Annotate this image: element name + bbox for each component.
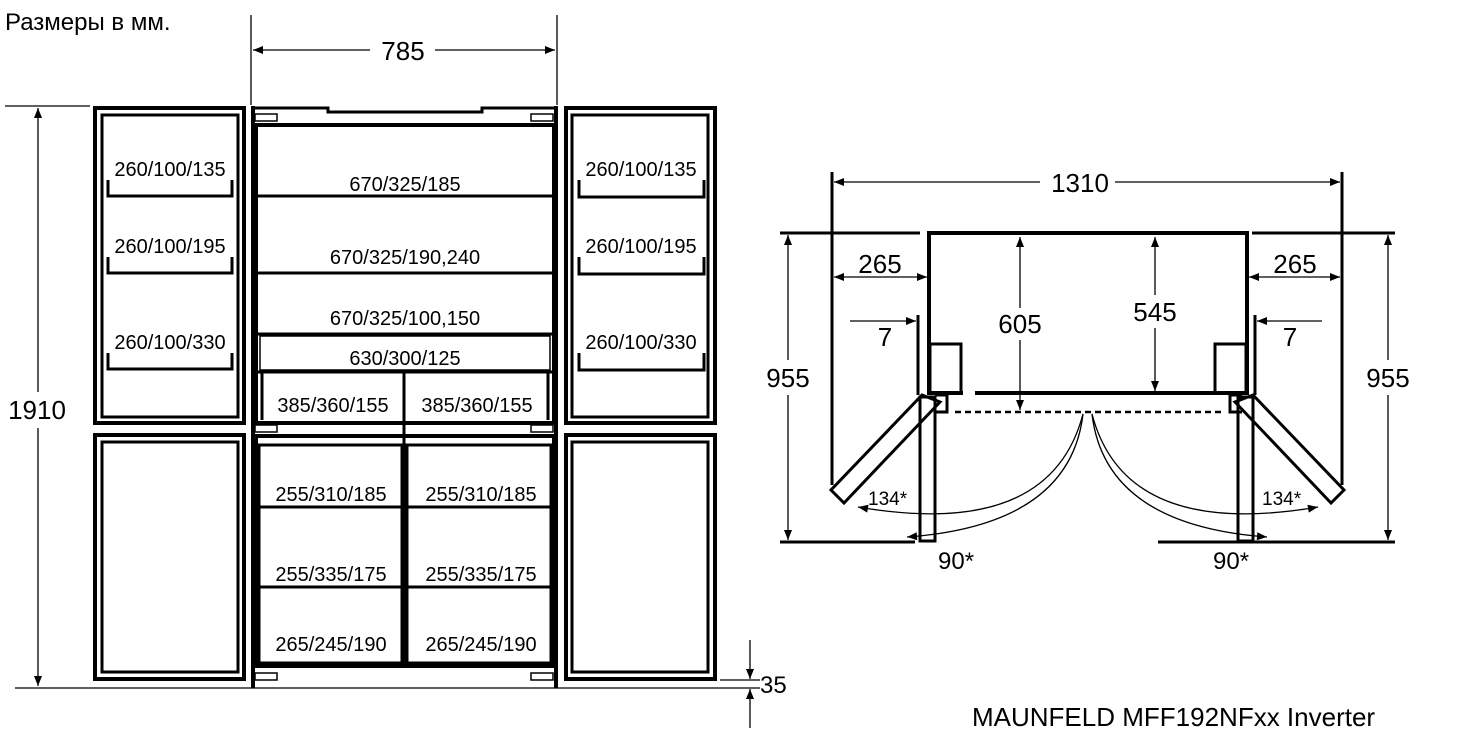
right-freezer-door — [564, 433, 717, 681]
fridge-body — [251, 106, 558, 688]
side-clearance-right: 265 — [1273, 249, 1316, 279]
units-caption: Размеры в мм. — [5, 9, 171, 36]
hinge — [935, 393, 949, 414]
swing-arc — [1091, 413, 1319, 515]
inner-depth-dimension: 545 — [1133, 297, 1176, 327]
hinge — [1228, 393, 1242, 414]
door-shelf-label: 260/100/330 — [585, 332, 696, 354]
hinge-block — [1213, 342, 1248, 395]
door-shelf-label: 260/100/330 — [114, 332, 225, 354]
left-door-134 — [828, 393, 943, 506]
angle-label: 90* — [1213, 548, 1249, 575]
door-inner-outline — [100, 440, 240, 674]
total-width-dimension: 1310 — [1051, 168, 1109, 198]
freezer-shelf-label: 255/335/175 — [275, 564, 386, 586]
angle-label: 134* — [1262, 489, 1302, 510]
width-dimension: 785 — [381, 36, 424, 66]
top-view: 1310 955 955 265 265 7 7 605 545 — [766, 168, 1409, 575]
height-dimension: 1910 — [8, 395, 66, 425]
door-shelf-label: 260/100/135 — [114, 159, 225, 181]
freezer-shelf-label: 255/310/185 — [275, 484, 386, 506]
right-fridge-door — [564, 106, 717, 425]
door-inner-outline — [570, 440, 710, 674]
side-clearance-left: 265 — [858, 249, 901, 279]
bottom-gap-dimension: 35 — [760, 672, 787, 699]
freezer-shelf-label: 255/335/175 — [425, 564, 536, 586]
hinge-block — [928, 342, 963, 395]
freezer-shelf-label: 265/245/190 — [275, 634, 386, 656]
door-shelf-label: 260/100/195 — [585, 236, 696, 258]
gap-left: 7 — [878, 322, 892, 352]
fridge-shelf-label: 670/325/100,150 — [330, 308, 480, 330]
depth-left-dimension: 955 — [766, 363, 809, 393]
right-door-134 — [1232, 393, 1347, 506]
fridge-drawer-label: 630/300/125 — [349, 348, 460, 370]
left-fridge-door — [93, 106, 246, 425]
freezer-shelf-label: 265/245/190 — [425, 634, 536, 656]
front-view: 785 1910 35 260/100/135 260/ — [5, 15, 787, 728]
angle-label: 134* — [868, 489, 908, 510]
model-name: MAUNFELD MFF192NFxx Inverter — [972, 702, 1375, 732]
cabinet-outline — [927, 231, 1249, 395]
door-inner-outline — [570, 113, 710, 419]
left-freezer-door — [93, 433, 246, 681]
angle-label: 90* — [938, 548, 974, 575]
swing-arc — [906, 413, 1084, 541]
body-depth-dimension: 605 — [998, 309, 1041, 339]
freezer-shelf-label: 255/310/185 — [425, 484, 536, 506]
fridge-shelf-label: 670/325/190,240 — [330, 247, 480, 269]
swing-arc — [1091, 413, 1268, 541]
gap-right: 7 — [1283, 322, 1297, 352]
door-shelf-label: 260/100/135 — [585, 159, 696, 181]
depth-right-dimension: 955 — [1366, 363, 1409, 393]
door-inner-outline — [100, 113, 240, 419]
swing-arc — [857, 413, 1084, 515]
fridge-shelf-label: 670/325/185 — [349, 174, 460, 196]
crisper-drawer-label: 385/360/155 — [421, 395, 532, 417]
door-shelf-label: 260/100/195 — [114, 236, 225, 258]
door-shelf-brackets — [106, 180, 706, 372]
crisper-drawer-label: 385/360/155 — [277, 395, 388, 417]
